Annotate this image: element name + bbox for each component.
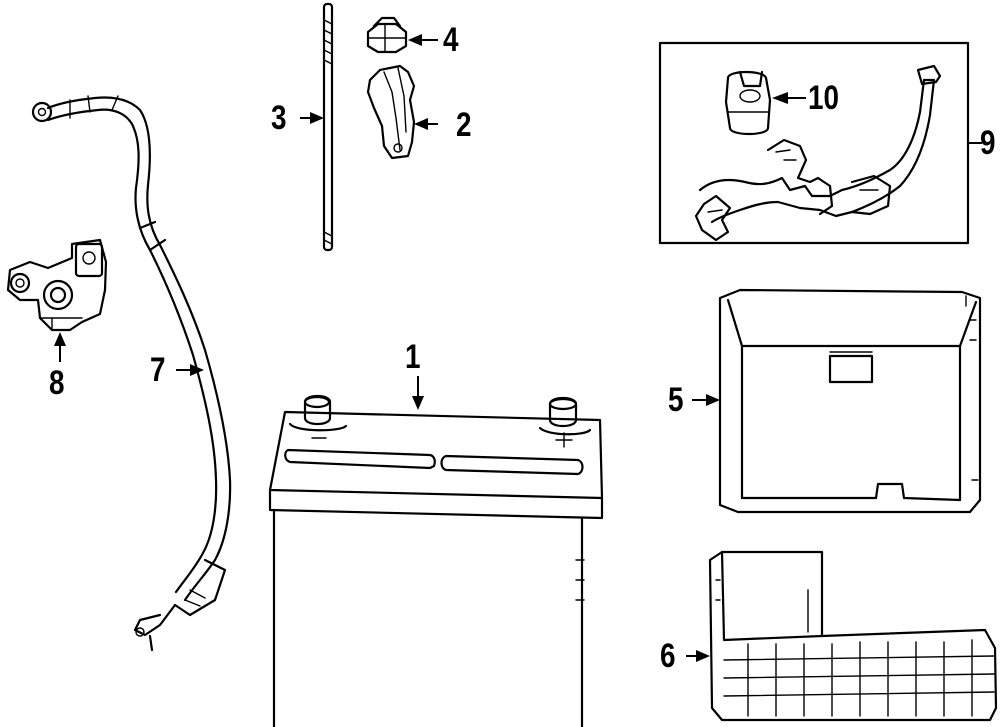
callout-3: 3 (271, 99, 287, 137)
callout-9: 9 (980, 124, 996, 162)
callout-6: 6 (660, 637, 676, 675)
hold-down-rod[interactable] (322, 2, 334, 252)
battery-tray[interactable] (708, 550, 998, 722)
terminal-clamp[interactable] (6, 238, 108, 332)
positive-cable-assembly[interactable] (658, 41, 970, 245)
callout-4: 4 (443, 21, 459, 59)
battery-holder[interactable] (718, 288, 982, 514)
callout-5: 5 (668, 381, 684, 419)
battery-cable[interactable] (31, 95, 232, 652)
callout-2: 2 (456, 106, 472, 144)
callout-7: 7 (150, 351, 166, 389)
terminal-cover[interactable] (724, 70, 772, 136)
leader-lines (54, 34, 982, 662)
hex-nut[interactable] (366, 16, 408, 54)
battery[interactable] (268, 394, 604, 727)
callout-8: 8 (49, 364, 65, 402)
callout-1: 1 (405, 338, 421, 376)
hold-down-bracket[interactable] (366, 64, 416, 160)
callout-10: 10 (808, 79, 840, 117)
